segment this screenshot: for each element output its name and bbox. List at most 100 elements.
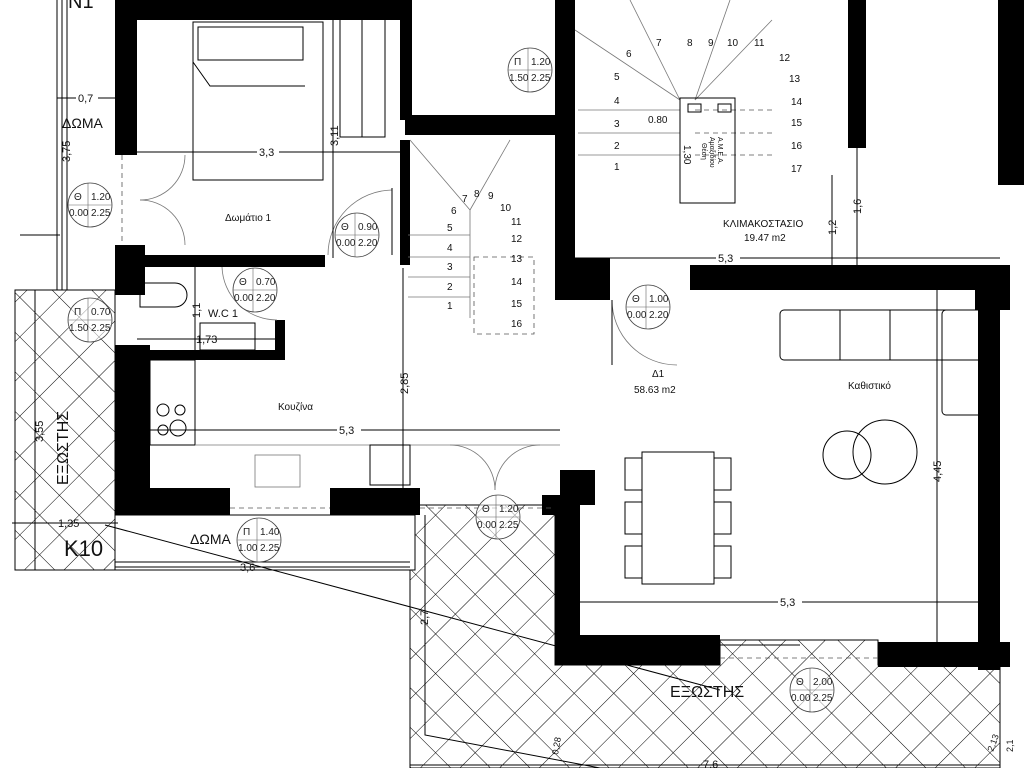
opening-type: Π — [514, 57, 521, 68]
kitchen-counter — [149, 359, 560, 488]
apartment-label: Δ1 — [652, 369, 665, 380]
opening-width: 1.40 — [260, 527, 280, 538]
dim-roof-width: 0,7 — [78, 93, 93, 105]
north-label: N1 — [68, 0, 94, 13]
dim-slope: 0,28 — [550, 736, 563, 755]
opening-height: 2.25 — [91, 208, 111, 219]
opening-width: 0.70 — [256, 277, 276, 288]
dim-wc-height: 1,1 — [191, 303, 203, 318]
secondary-stair-step-number: 9 — [488, 191, 494, 202]
main-stair-step-number: 1 — [614, 162, 620, 173]
bedroom-label: Δωμάτιο 1 — [225, 212, 272, 224]
opening-height: 2.25 — [499, 520, 519, 531]
dim-roof-bottom-width: 3,6 — [240, 562, 255, 574]
opening-width: 1.20 — [499, 504, 519, 515]
coffee-tables — [822, 419, 918, 485]
wheelchair-line-1: Θέση — [700, 143, 708, 160]
dim-balcony-left-height: 3,55 — [34, 421, 46, 442]
roof-top-label: ΔΩΜΑ — [62, 115, 103, 131]
opening-height: 2.20 — [358, 238, 378, 249]
dim-roof-height: 3,75 — [61, 141, 73, 162]
opening-type: Θ — [239, 277, 247, 288]
opening-type: Π — [243, 527, 250, 538]
secondary-stair-step-number: 15 — [511, 299, 523, 310]
opening-sill: 0.00 — [791, 693, 811, 704]
opening-width: 0.90 — [358, 222, 378, 233]
staircase-label: ΚΛΙΜΑΚΟΣΤΑΣΙΟ — [723, 219, 803, 230]
opening-width: 2.00 — [813, 677, 833, 688]
dim-wc-width: 1,73 — [196, 334, 217, 346]
secondary-stair — [408, 139, 535, 335]
main-stair-step-number: 2 — [614, 141, 620, 152]
secondary-stair-step-number: 5 — [447, 223, 453, 234]
dim-balcony-bottom-height: 2,7 — [419, 610, 431, 625]
main-stair-step-number: 14 — [791, 97, 803, 108]
secondary-stair-step-number: 4 — [447, 243, 453, 254]
opening-height: 2.20 — [649, 310, 669, 321]
secondary-stair-step-number: 11 — [511, 217, 522, 228]
walls — [115, 0, 1024, 670]
lift-platform — [679, 97, 736, 204]
secondary-stair-step-number: 13 — [511, 254, 523, 265]
dim-stair-width: 5,3 — [718, 253, 733, 265]
wc-label: W.C 1 — [208, 308, 238, 320]
opening-sill: 0.00 — [336, 238, 356, 249]
secondary-stair-step-number: 6 — [451, 206, 457, 217]
opening-type: Θ — [341, 222, 349, 233]
main-stair — [574, 0, 773, 204]
opening-width: 1.00 — [649, 294, 669, 305]
opening-sill: 0.00 — [234, 293, 254, 304]
opening-type: Θ — [796, 677, 804, 688]
main-stair-step-number: 17 — [791, 164, 803, 175]
balcony-left-label: ΕΞΩΣΤΗΣ — [55, 411, 72, 485]
main-stair-step-number: 16 — [791, 141, 803, 152]
dim-balcony-left-width: 1,35 — [58, 518, 79, 530]
main-stair-step-number: 7 — [656, 38, 662, 49]
opening-type: Θ — [632, 294, 640, 305]
main-stair-step-number: 15 — [791, 118, 803, 129]
main-stair-step-number: 4 — [614, 96, 620, 107]
secondary-stair-step-number: 10 — [500, 203, 512, 214]
dim-stair-landing-2: 1,6 — [852, 199, 864, 214]
dim-kitchen-height: 2,85 — [399, 373, 411, 394]
opening-type: Π — [74, 307, 81, 318]
secondary-stair-step-number: 7 — [462, 194, 468, 205]
room-labels: N1 ΔΩΜΑ Δωμάτιο 1 W.C 1 Κουζίνα ΕΞΩΣΤΗΣ … — [55, 0, 891, 701]
dim-bedroom-width: 3,3 — [259, 147, 274, 159]
opening-sill: 0.00 — [69, 208, 89, 219]
wheelchair-line-2: Αμαξιδίου — [708, 137, 716, 168]
dining-table — [624, 451, 732, 585]
opening-width: 0.70 — [91, 307, 111, 318]
opening-sill: 1.00 — [238, 543, 258, 554]
opening-type: Θ — [482, 504, 490, 515]
door-swings — [121, 154, 878, 659]
dim-stair-landing-1: 1,2 — [827, 220, 839, 235]
main-stair-step-number: 3 — [614, 119, 620, 130]
sofa — [779, 309, 996, 416]
dim-lift-depth: 1,30 — [681, 145, 692, 165]
main-stair-step-number: 6 — [626, 49, 632, 60]
opening-height: 2.25 — [531, 73, 551, 84]
dim-kitchen-width: 5,3 — [339, 425, 354, 437]
main-stair-step-number: 13 — [789, 74, 801, 85]
opening-sill: 1.50 — [69, 323, 89, 334]
column-label: K10 — [64, 536, 103, 561]
secondary-stair-step-number: 12 — [511, 234, 523, 245]
kitchen-label: Κουζίνα — [278, 401, 313, 413]
opening-height: 2.25 — [91, 323, 111, 334]
balcony-bottom-label: ΕΞΩΣΤΗΣ — [670, 684, 744, 701]
opening-sill: 1.50 — [509, 73, 529, 84]
main-stair-step-number: 11 — [754, 38, 765, 49]
sink-wc — [199, 322, 256, 351]
staircase-area: 19.47 m2 — [744, 233, 786, 244]
opening-height: 2.25 — [813, 693, 833, 704]
main-stair-step-number: 10 — [727, 38, 739, 49]
secondary-stair-step-number: 3 — [447, 262, 453, 273]
